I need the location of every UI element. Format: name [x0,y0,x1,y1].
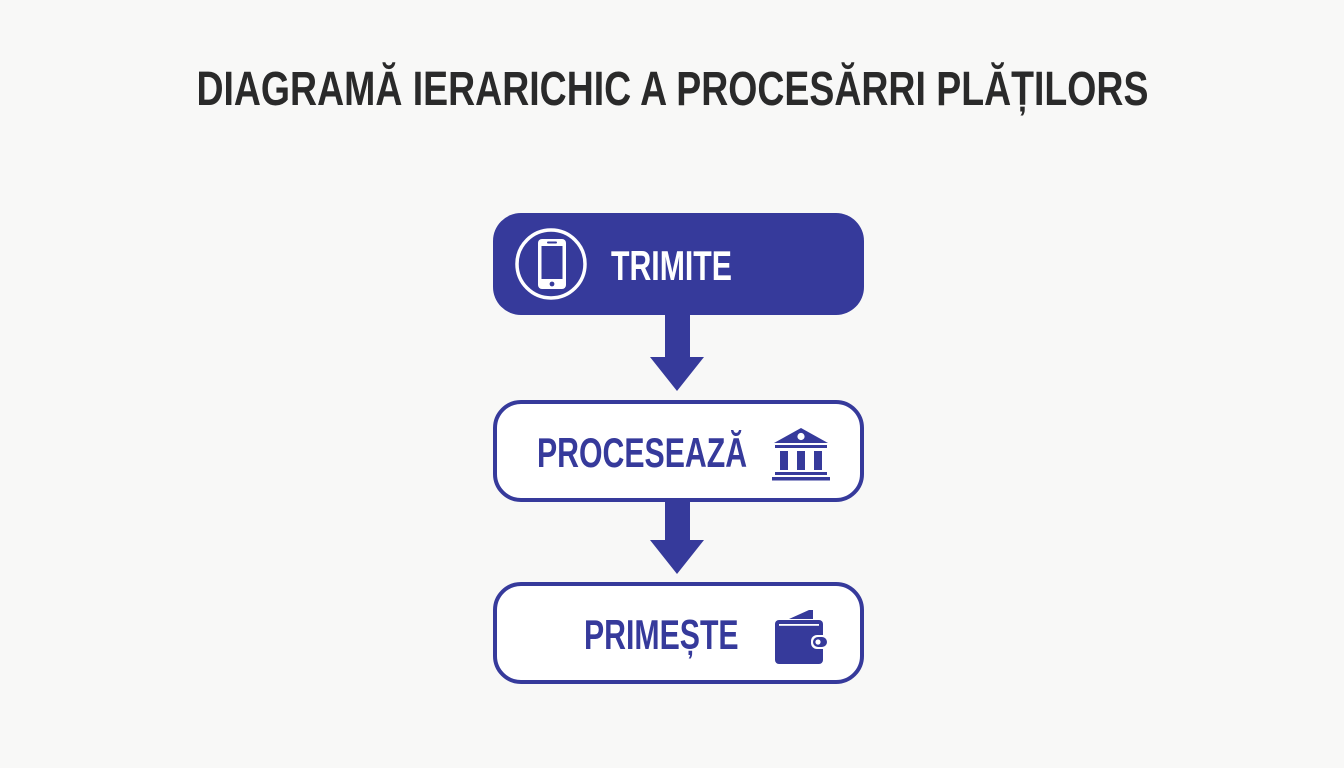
page-title: DIAGRAMĂ IERARICHIC A PROCESĂRRI PLĂȚILO… [196,63,1149,116]
step-receive-label: PRIMEȘTE [584,611,739,658]
bank-icon [772,428,830,481]
smartphone-icon [515,228,587,300]
down-arrow-2 [650,502,704,574]
step-send-label: TRIMITE [611,242,732,289]
wallet-icon [775,610,829,664]
step-send-box: TRIMITE [493,213,864,315]
step-process-label: PROCESEAZĂ [537,429,748,476]
down-arrow-1 [650,315,704,391]
step-process-box: PROCESEAZĂ [493,400,864,502]
step-receive-box: PRIMEȘTE [493,582,864,684]
